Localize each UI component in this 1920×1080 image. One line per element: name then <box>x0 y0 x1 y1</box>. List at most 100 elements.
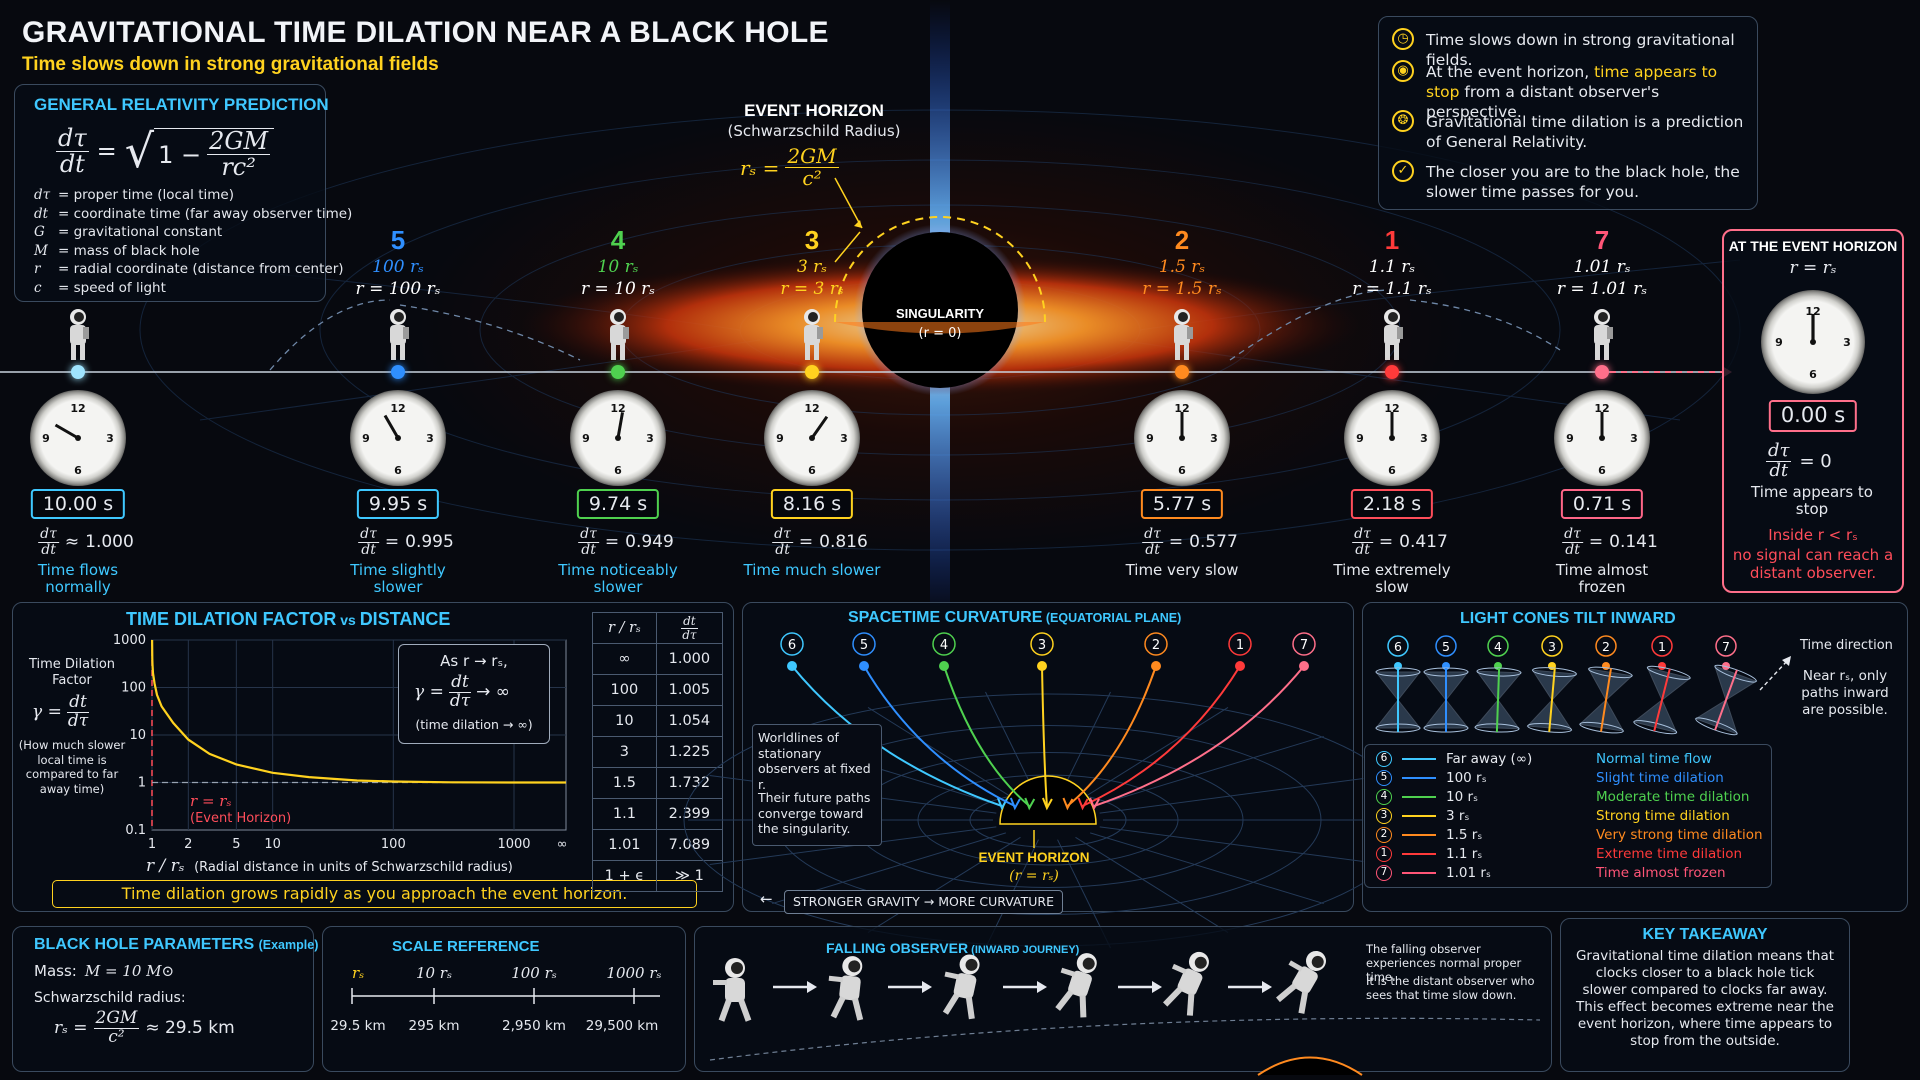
definition-text: = proper time (local time) <box>58 187 234 203</box>
formula-dtau: dτ <box>56 123 89 152</box>
observer-time-readout: 0.71 s <box>1560 489 1644 519</box>
params-mass: Mass:M = 10 M⊙ <box>34 962 175 980</box>
cone-observer-marker <box>1595 635 1617 657</box>
legend-distance: 100 rₛ <box>1446 770 1487 786</box>
falling-astronaut-icon <box>828 956 864 1021</box>
chart-xtick-label: 2 <box>184 837 192 852</box>
page-subtitle: Time slows down in strong gravitational … <box>22 54 439 75</box>
observer-description: Time slightly slower <box>350 561 446 596</box>
cone-observer-marker <box>1541 635 1563 657</box>
svg-text:9: 9 <box>1566 432 1574 445</box>
ratio-symbol: = <box>1168 532 1184 553</box>
legend-number: 7 <box>1376 865 1392 881</box>
cone-observer-marker <box>1387 635 1409 657</box>
fact-text: Gravitational time dilation is a predict… <box>1426 113 1744 151</box>
ratio-symbol: = <box>604 532 620 553</box>
table-cell: 1.5 <box>592 767 657 799</box>
chart-eh-note: (Event Horizon) <box>190 811 292 826</box>
chart-xtick-label: 100 <box>381 837 406 852</box>
observer-number: 1 <box>1384 225 1400 255</box>
cone-observer-label: 2 <box>1602 639 1610 654</box>
curvature-observer-marker <box>1030 632 1054 656</box>
horizon-warning-1: Inside r < rₛ <box>1768 526 1858 544</box>
table-cell: 1.732 <box>655 767 724 799</box>
definition-symbol: dt <box>34 205 49 222</box>
fact-text-a: At the event horizon, <box>1426 63 1595 81</box>
chart-ytick-label: 100 <box>121 681 146 696</box>
cone-observer-marker <box>1487 635 1509 657</box>
worldline-arrow <box>1077 797 1089 811</box>
svg-text:12: 12 <box>1805 305 1820 318</box>
chart-title: TIME DILATION FACTOR vs DISTANCE <box>126 609 451 629</box>
formula-dt: dt <box>59 149 85 178</box>
definition-symbol: r <box>34 261 41 277</box>
legend-swatch <box>1402 872 1436 874</box>
formula-one: 1 − <box>158 140 202 169</box>
svg-text:12: 12 <box>390 402 405 415</box>
worldline <box>943 665 1030 807</box>
definition-row: dτ= proper time (local time) <box>34 186 352 205</box>
definition-row: r= radial coordinate (distance from cent… <box>34 260 352 279</box>
cone-observer-label: 7 <box>1722 639 1730 654</box>
params-title: BLACK HOLE PARAMETERS (Example) <box>34 936 319 953</box>
legend-number: 1 <box>1376 846 1392 862</box>
observer-number: 4 <box>610 225 626 255</box>
svg-text:6: 6 <box>74 464 82 477</box>
table-cell: 100 <box>592 674 657 706</box>
event-horizon-title: EVENT HORIZON <box>744 101 884 120</box>
cone-observer-label: 5 <box>1442 639 1450 654</box>
curvature-observer-label: 2 <box>1152 638 1160 653</box>
observer-radius: r = 1.01 rₛ <box>1556 279 1648 299</box>
scale-value-label: 295 km <box>408 1018 459 1034</box>
horizon-desc: Time appears to stop <box>1751 483 1873 518</box>
svg-text:6: 6 <box>1388 464 1396 477</box>
legend-number: 6 <box>1376 751 1392 767</box>
legend-description: Strong time dilation <box>1596 808 1730 824</box>
table-cell: 1.054 <box>655 705 724 737</box>
observer-number: 2 <box>1174 225 1190 255</box>
svg-text:12: 12 <box>1384 402 1399 415</box>
curvature-observer-marker <box>780 632 804 656</box>
ratio-value: 0.417 <box>1399 532 1448 553</box>
params-sr-label: Schwarzschild radius: <box>34 990 186 1006</box>
falling-note-2: It is the distant observer who sees that… <box>1366 974 1535 1002</box>
falling-title: FALLING OBSERVER (INWARD JOURNEY) <box>826 940 1080 956</box>
rs-num: 2GM <box>785 144 839 168</box>
light-cone-icon <box>1632 665 1692 735</box>
brain-icon: ❂ <box>1392 110 1414 132</box>
chart-ytick-label: 1 <box>138 776 146 791</box>
observer-distance: 1.01 rₛ <box>1573 257 1631 277</box>
svg-text:3: 3 <box>646 432 654 445</box>
worldline <box>1041 665 1048 807</box>
horizon-ratio-value: = 0 <box>1799 450 1832 472</box>
scale-tick-label: 100 rₛ <box>511 964 557 982</box>
legend-swatch <box>1402 796 1436 798</box>
chart-ylabel: Time Dilation Factor <box>28 657 116 688</box>
astronaut-icon <box>384 308 412 364</box>
worldline <box>1093 665 1305 807</box>
observer-distance: 1.5 rₛ <box>1158 257 1206 277</box>
gr-definitions-list: dτ= proper time (local time)dt= coordina… <box>34 186 352 297</box>
observer-time-readout: 2.18 s <box>1350 489 1434 519</box>
table-row: 1 + ϵ≫ 1 <box>592 860 724 892</box>
definition-row: c= speed of light <box>34 279 352 298</box>
singularity-label: SINGULARITY <box>895 306 985 321</box>
observer-radius: r = 1.1 rₛ <box>1352 279 1432 299</box>
